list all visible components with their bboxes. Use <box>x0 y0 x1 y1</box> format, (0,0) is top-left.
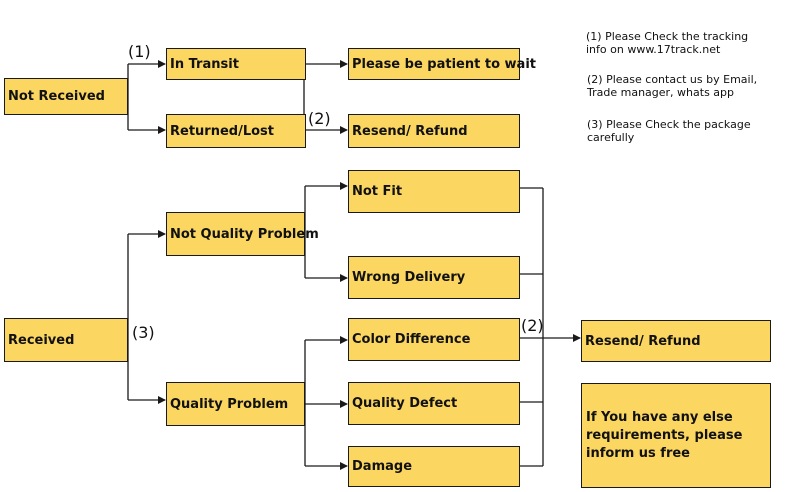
step-label-2-top: (2) <box>308 109 331 128</box>
box-wrong-delivery: Wrong Delivery <box>348 256 520 299</box>
box-not-quality-problem: Not Quality Problem <box>166 212 319 256</box>
box-quality-defect: Quality Defect <box>348 382 520 425</box>
note-check-package: (3) Please Check the package carefully <box>587 118 751 144</box>
box-else-requirements: If You have any else requirements, pleas… <box>581 383 771 488</box>
box-damage: Damage <box>348 446 520 487</box>
note-tracking: (1) Please Check the tracking info on ww… <box>586 30 749 56</box>
box-received: Received <box>4 318 128 362</box>
step-label-1: (1) <box>128 42 151 61</box>
step-label-2-bottom: (2) <box>521 316 544 335</box>
box-color-difference: Color Difference <box>348 318 520 361</box>
box-be-patient: Please be patient to wait <box>348 48 536 80</box>
box-not-received: Not Received <box>4 78 128 115</box>
box-returned-lost: Returned/Lost <box>166 114 306 148</box>
box-resend-refund-top: Resend/ Refund <box>348 114 520 148</box>
box-resend-refund-bottom: Resend/ Refund <box>581 320 771 362</box>
note-contact: (2) Please contact us by Email, Trade ma… <box>587 73 758 99</box>
step-label-3: (3) <box>132 323 155 342</box>
box-in-transit: In Transit <box>166 48 306 80</box>
box-not-fit: Not Fit <box>348 170 520 213</box>
box-quality-problem: Quality Problem <box>166 382 305 426</box>
